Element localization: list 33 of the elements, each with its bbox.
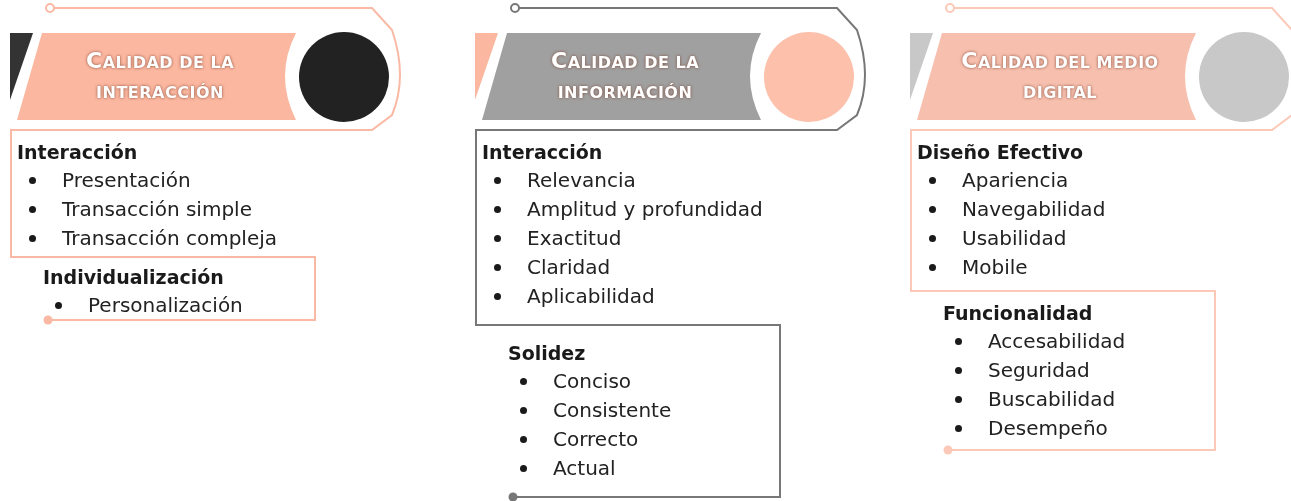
list-item-text: Apariencia — [962, 167, 1069, 194]
header-banner — [475, 33, 761, 120]
list-item-text: Consistente — [553, 397, 672, 424]
list-item-text: Navegabilidad — [962, 196, 1106, 223]
section-heading: Solidez — [508, 341, 586, 366]
list-item-text: Transacción compleja — [62, 225, 277, 252]
section-heading: Diseño Efectivo — [917, 140, 1084, 165]
list-item-text: Seguridad — [988, 357, 1090, 384]
list-item-text: Relevancia — [527, 167, 636, 194]
list-item-text: Amplitud y profundidad — [527, 196, 763, 223]
list-item-text: Exactitud — [527, 225, 622, 252]
header-title: CALIDAD DE LA INTERACCIÓN — [84, 46, 236, 104]
list-item-text: Accesabilidad — [988, 328, 1126, 355]
list-item-text: Buscabilidad — [988, 386, 1116, 413]
list-item-text: Usabilidad — [962, 225, 1067, 252]
section-heading: Funcionalidad — [943, 301, 1093, 326]
header-banner — [910, 33, 1196, 120]
list-item-text: Presentación — [62, 167, 191, 194]
list-item-text: Claridad — [527, 254, 611, 281]
list-item-text: Correcto — [553, 426, 639, 453]
section-heading: Interacción — [17, 140, 138, 165]
section-heading: Interacción — [482, 140, 603, 165]
list-item-text: Conciso — [553, 368, 632, 395]
header-title: CALIDAD DE LA INFORMACIÓN — [549, 46, 701, 104]
list-item-text: Mobile — [962, 254, 1028, 281]
section-heading: Individualización — [43, 265, 224, 290]
list-item-text: Desempeño — [988, 415, 1108, 442]
header-banner — [10, 33, 296, 120]
list-item-text: Aplicabilidad — [527, 283, 655, 310]
header-title: CALIDAD DEL MEDIO DIGITAL — [960, 46, 1160, 104]
list-item-text: Transacción simple — [62, 196, 252, 223]
list-item-text: Actual — [553, 455, 616, 482]
list-item-text: Personalización — [88, 292, 243, 319]
